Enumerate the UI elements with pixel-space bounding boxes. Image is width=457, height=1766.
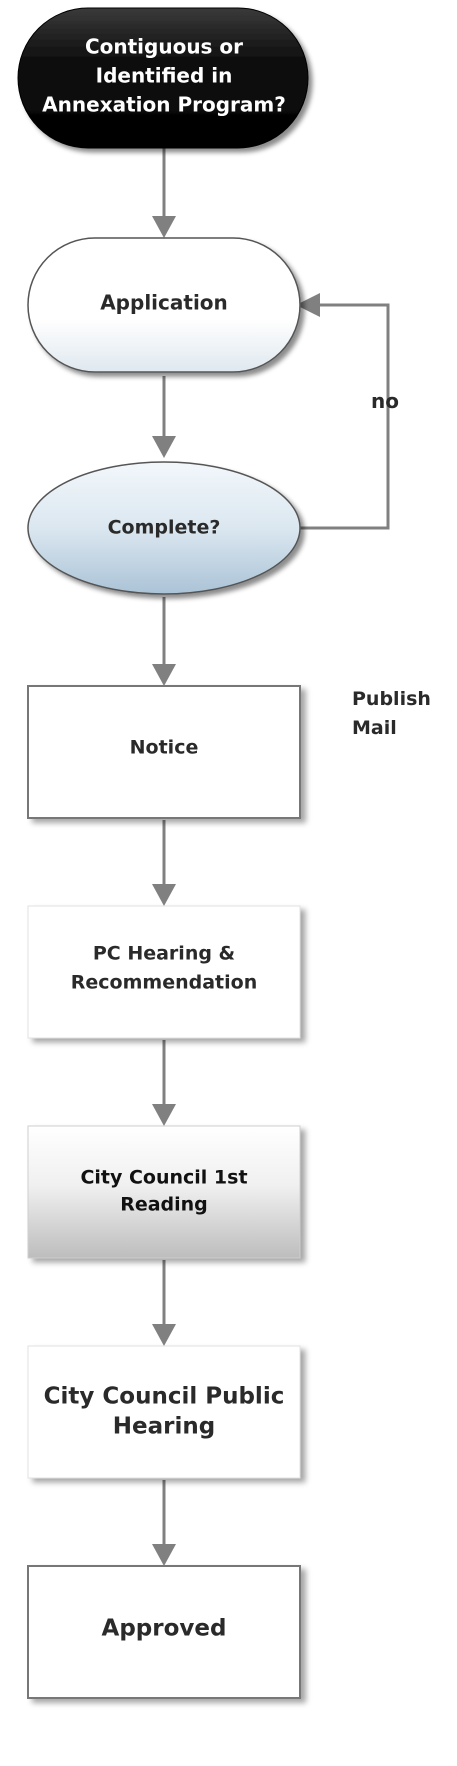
application-node: Application: [27, 237, 301, 373]
no-label: no: [371, 389, 399, 413]
start-node-line-2: Identified in: [96, 64, 233, 88]
city-council-reading-line-2: Reading: [120, 1194, 208, 1216]
pc-hearing-node: PC Hearing & Recommendation: [27, 905, 301, 1039]
connectors: [152, 148, 390, 1566]
start-node-line-1: Contiguous or: [85, 35, 243, 59]
notice-node: Notice: [27, 685, 301, 819]
arrowhead-reading: [152, 1104, 176, 1126]
city-council-hearing-line-1: City Council Public: [44, 1384, 285, 1410]
arrowhead-hearing: [152, 1324, 176, 1346]
city-council-hearing-node: City Council Public Hearing: [27, 1345, 301, 1479]
arrowhead-complete: [152, 436, 176, 458]
arrowhead-approved: [152, 1544, 176, 1566]
application-node-label: Application: [100, 291, 228, 315]
pc-hearing-line-2: Recommendation: [71, 972, 257, 994]
approved-node: Approved: [27, 1565, 301, 1699]
arrowhead-application: [152, 216, 176, 238]
start-node: Contiguous or Identified in Annexation P…: [17, 7, 309, 149]
pc-hearing-line-1: PC Hearing &: [93, 943, 235, 965]
mail-label: Mail: [352, 717, 397, 739]
publish-label: Publish: [352, 688, 431, 710]
complete-decision-label: Complete?: [108, 517, 221, 539]
notice-node-label: Notice: [130, 737, 199, 759]
city-council-hearing-line-2: Hearing: [113, 1414, 215, 1440]
arrowhead-pc: [152, 884, 176, 906]
city-council-reading-line-1: City Council 1st: [80, 1167, 247, 1189]
city-council-reading-node: City Council 1st Reading: [27, 1125, 301, 1259]
approved-node-label: Approved: [102, 1616, 227, 1642]
start-node-line-3: Annexation Program?: [42, 93, 286, 117]
arrowhead-no-loop: [296, 293, 320, 317]
complete-decision-node: Complete?: [27, 461, 301, 595]
arrowhead-notice: [152, 664, 176, 686]
connector-no-loop: [300, 303, 390, 530]
